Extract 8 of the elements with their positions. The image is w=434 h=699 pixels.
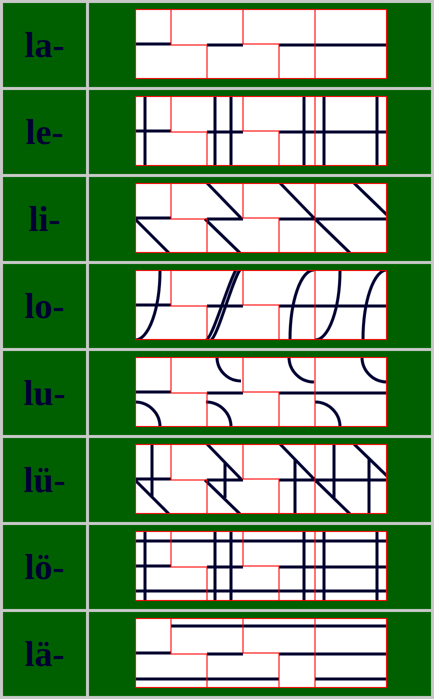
syllable-label: lu- [23,375,66,411]
syllable-label: lä- [24,636,64,672]
syllable-label: lö- [24,549,64,585]
syllable-label: li- [28,201,60,237]
syllable-label: la- [24,27,64,63]
syllable-label: lo- [24,288,64,324]
syllable-label: le- [26,114,64,150]
syllable-label: lü- [23,462,66,498]
